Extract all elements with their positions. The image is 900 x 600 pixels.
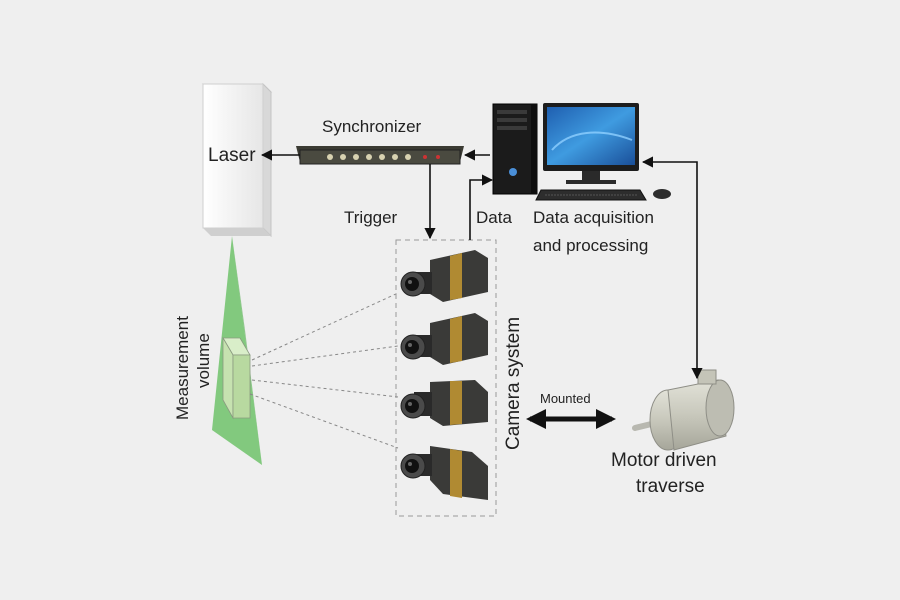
data-label: Data xyxy=(476,208,512,227)
measurement-label-line2: volume xyxy=(194,333,213,388)
trigger-label: Trigger xyxy=(344,208,398,227)
daq-label-line1: Data acquisition xyxy=(533,208,654,227)
camera-system-box xyxy=(395,239,497,517)
mouse-icon xyxy=(653,189,671,199)
laser-box-icon xyxy=(201,82,273,238)
synchronizer-device-icon xyxy=(296,146,464,165)
keyboard-icon xyxy=(535,189,647,201)
computer-tower-icon xyxy=(492,103,538,195)
camera-icon xyxy=(400,250,488,302)
motor-label-line1: Motor driven xyxy=(611,450,717,471)
measurement-volume-box xyxy=(222,336,251,420)
signal-arrows xyxy=(260,149,703,380)
monitor-icon xyxy=(543,103,639,184)
synchronizer-label: Synchronizer xyxy=(322,117,422,136)
camera-icon xyxy=(400,313,488,365)
camera-icon xyxy=(400,380,488,426)
laser-label: Laser xyxy=(208,145,256,166)
motor-icon xyxy=(632,369,735,451)
mounted-label: Mounted xyxy=(540,391,591,406)
motor-label-line2: traverse xyxy=(636,476,705,497)
measurement-label-line1: Measurement xyxy=(173,316,192,420)
camera-system-label: Camera system xyxy=(503,316,524,450)
daq-label-line2: and processing xyxy=(533,236,649,255)
camera-view-lines xyxy=(249,292,399,449)
camera-icon xyxy=(400,446,488,500)
